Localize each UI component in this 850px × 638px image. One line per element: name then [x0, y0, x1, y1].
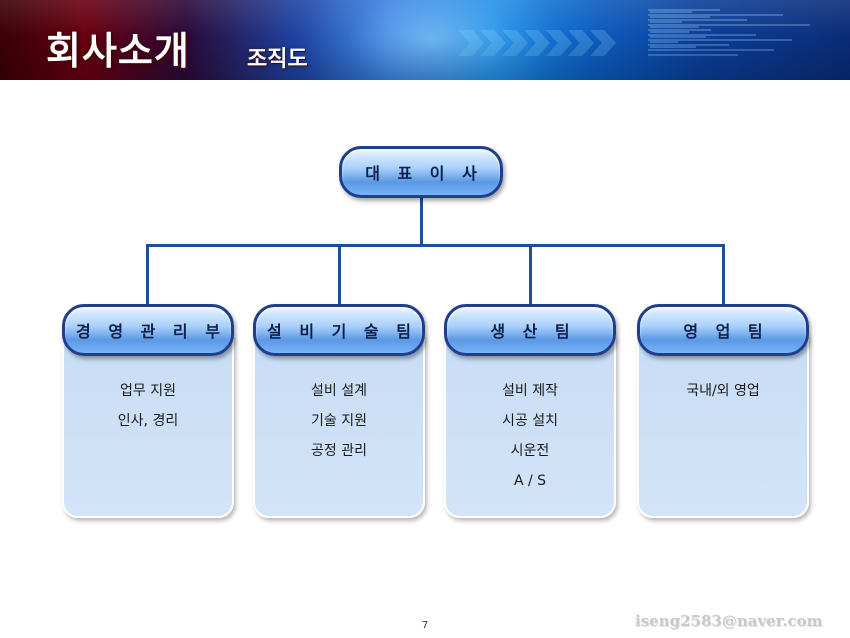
duty-text: 설비 제작 [502, 383, 558, 399]
code-decoration [650, 8, 720, 51]
department-label: 경 영 관 리 부 [76, 322, 226, 341]
duty-text: 국내/외 영업 [686, 383, 760, 399]
department-box-engineering: 설 비 기 술 팀 [253, 304, 425, 356]
page-subtitle: 조직도 [247, 47, 308, 72]
ceo-label: 대 표 이 사 [365, 164, 483, 183]
connector-line-vertical-top [420, 196, 423, 246]
banner-shade [0, 0, 850, 80]
department-label: 영 업 팀 [683, 322, 769, 341]
page-title: 회사소개 [46, 29, 190, 73]
department-box-sales: 영 업 팀 [637, 304, 809, 356]
connector-line-drop-1 [146, 244, 149, 306]
department-box-production: 생 산 팀 [444, 304, 616, 356]
connector-line-drop-2 [338, 244, 341, 306]
connector-line-drop-4 [722, 244, 725, 306]
department-panel-management: 업무 지원 인사, 경리 [62, 326, 234, 518]
duty-text: 공정 관리 [311, 443, 367, 459]
duty-text: A / S [513, 473, 547, 489]
page-number: 7 [421, 620, 429, 631]
duty-text: 시공 설치 [502, 413, 558, 429]
department-panel-production: 설비 제작 시공 설치 시운전 A / S [444, 326, 616, 518]
department-panel-engineering: 설비 설계 기술 지원 공정 관리 [253, 326, 425, 518]
ceo-box: 대 표 이 사 [339, 146, 503, 198]
header-banner: 회사소개 조직도 [0, 0, 850, 80]
duty-text: 기술 지원 [311, 413, 367, 429]
watermark-email: iseng2583@naver.com [635, 612, 823, 630]
code-decoration [648, 6, 828, 59]
duty-text: 업무 지원 [120, 383, 176, 399]
connector-line-drop-3 [529, 244, 532, 306]
department-label: 생 산 팀 [490, 322, 576, 341]
department-box-management: 경 영 관 리 부 [62, 304, 234, 356]
duty-text: 설비 설계 [311, 383, 367, 399]
duty-text: 인사, 경리 [117, 413, 179, 429]
banner-glow [300, 0, 560, 80]
department-label: 설 비 기 술 팀 [267, 322, 417, 341]
connector-line-horizontal [146, 244, 725, 247]
duty-text: 시운전 [510, 443, 550, 459]
